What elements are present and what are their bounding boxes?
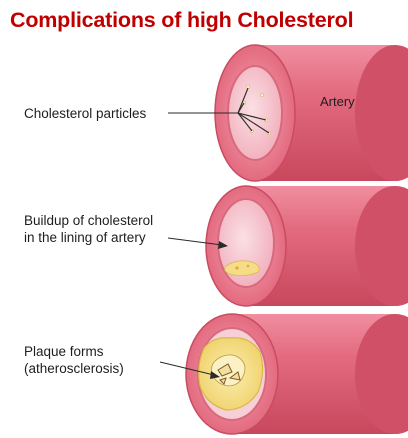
label-line: Cholesterol particles (24, 106, 147, 121)
artery-1 (214, 44, 408, 182)
pointer-3 (159, 361, 215, 376)
label-line: (atherosclerosis) (24, 361, 124, 376)
pointer-3-arrowhead (210, 371, 220, 379)
label-plaque: Plaque forms (atherosclerosis) (24, 343, 124, 377)
cholesterol-buildup (224, 260, 260, 276)
label-cholesterol-particles: Cholesterol particles (24, 105, 146, 122)
artery-label: Artery (320, 94, 355, 109)
label-buildup: Buildup of cholesterol in the lining of … (24, 212, 153, 246)
label-line: Buildup of cholesterol (24, 213, 154, 228)
label-line: Plaque forms (24, 344, 104, 359)
pointer-2 (167, 237, 223, 246)
pointer-2-arrowhead (218, 241, 228, 249)
page-title: Complications of high Cholesterol (10, 8, 354, 32)
artery-3 (185, 313, 408, 435)
artery-2 (205, 185, 408, 307)
pointer-1 (168, 87, 270, 134)
label-line: in the lining of artery (24, 230, 146, 245)
plaque-fragments (217, 363, 241, 385)
